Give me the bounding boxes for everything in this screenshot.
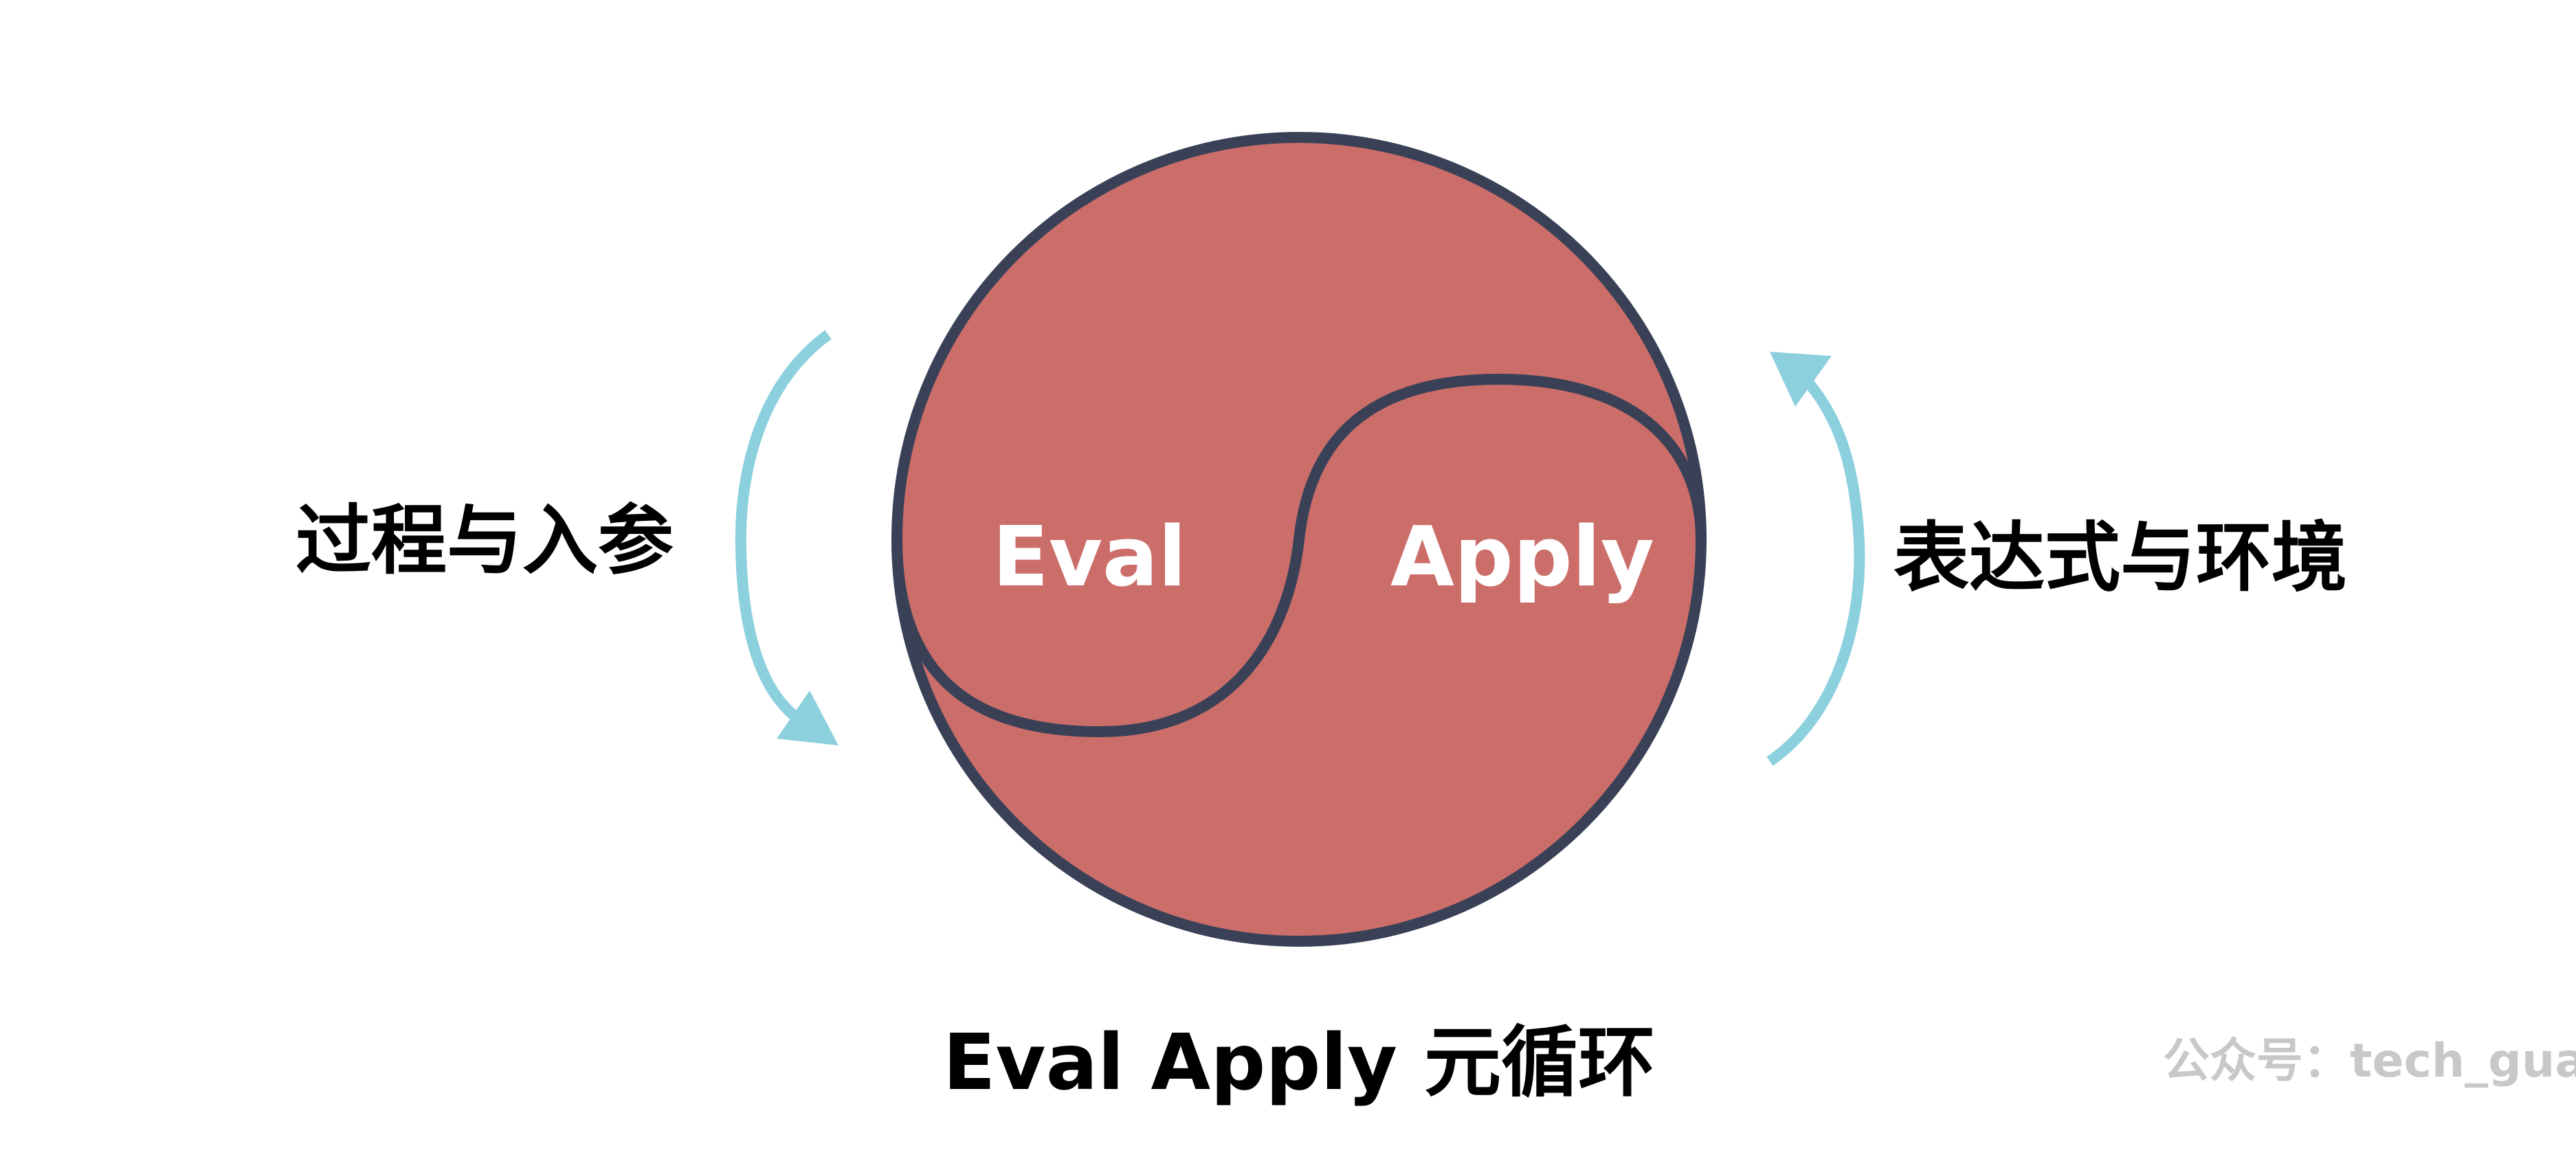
- left-caption: 过程与入参: [296, 497, 674, 585]
- left-arrowhead-icon: [777, 690, 839, 745]
- left-cycle-arrow: [735, 330, 832, 723]
- watermark: 公众号：tech_gua: [2163, 1034, 2576, 1088]
- right-arrowhead-icon: [1770, 352, 1832, 407]
- diagram-title: Eval Apply 元循环: [943, 1018, 1655, 1108]
- s-curve-divider: [891, 373, 1707, 738]
- apply-label: Apply: [1390, 510, 1654, 605]
- eval-label: Eval: [992, 510, 1186, 605]
- right-caption: 表达式与环境: [1894, 514, 2347, 602]
- right-cycle-arrow: [1766, 374, 1865, 766]
